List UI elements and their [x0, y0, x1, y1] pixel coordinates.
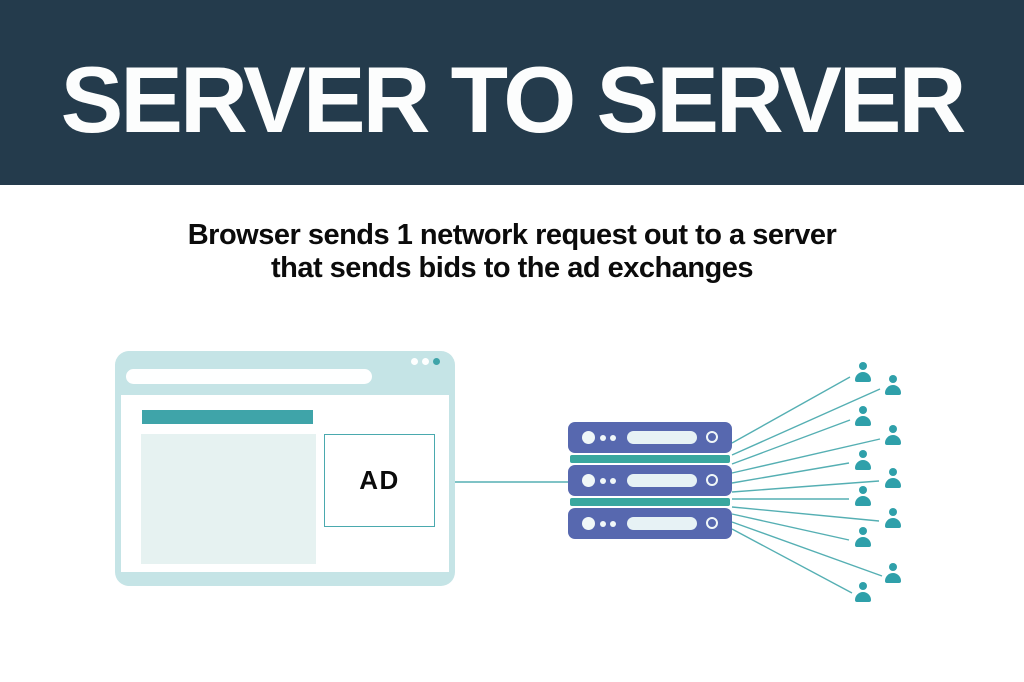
page-title: SERVER TO SERVER — [60, 46, 967, 152]
user-icon — [855, 527, 871, 547]
user-icon — [885, 425, 901, 445]
user-body — [855, 416, 871, 426]
subtitle-line-1: Browser sends 1 network request out to a… — [187, 219, 837, 251]
address-bar — [126, 369, 372, 384]
window-dot-icon — [411, 358, 418, 365]
server-vent-icon — [627, 431, 697, 444]
server-unit-icon — [568, 422, 732, 453]
user-icon — [855, 450, 871, 470]
user-head — [889, 468, 897, 476]
user-head — [859, 450, 867, 458]
user-body — [885, 435, 901, 445]
server-separator — [570, 498, 730, 506]
server-light-icon — [582, 474, 595, 487]
user-icon — [855, 406, 871, 426]
window-dot-icon — [433, 358, 440, 365]
browser-content: AD — [121, 395, 449, 572]
window-dot-icon — [422, 358, 429, 365]
server-led-icon — [600, 478, 606, 484]
user-body — [885, 518, 901, 528]
server-unit-icon — [568, 508, 732, 539]
user-body — [855, 496, 871, 506]
server-vent-icon — [627, 517, 697, 530]
browser-window-icon: AD — [115, 351, 455, 586]
user-head — [859, 406, 867, 414]
fanout-line — [731, 528, 853, 594]
server-port-icon — [706, 474, 718, 486]
user-icon — [855, 582, 871, 602]
user-head — [859, 362, 867, 370]
user-icon — [855, 486, 871, 506]
server-light-icon — [582, 431, 595, 444]
user-head — [889, 563, 897, 571]
user-body — [885, 573, 901, 583]
user-body — [885, 478, 901, 488]
server-led-icon — [610, 435, 616, 441]
user-head — [859, 582, 867, 590]
fanout-line — [731, 376, 851, 444]
user-head — [889, 425, 897, 433]
user-icon — [885, 375, 901, 395]
server-led-icon — [610, 521, 616, 527]
subtitle: Browser sends 1 network request out to a… — [0, 219, 1024, 285]
server-light-icon — [582, 517, 595, 530]
server-port-icon — [706, 431, 718, 443]
fanout-line — [731, 462, 850, 484]
user-head — [889, 508, 897, 516]
user-body — [855, 592, 871, 602]
page-content-block — [141, 434, 316, 564]
server-stack-icon — [568, 422, 732, 540]
fanout-line — [731, 506, 880, 522]
user-icon — [885, 468, 901, 488]
server-port-icon — [706, 517, 718, 529]
ad-slot: AD — [324, 434, 435, 527]
fanout-line — [731, 419, 851, 465]
server-separator — [570, 455, 730, 463]
user-body — [855, 372, 871, 382]
user-body — [855, 537, 871, 547]
user-icon — [885, 508, 901, 528]
user-head — [859, 486, 867, 494]
user-icon — [885, 563, 901, 583]
user-icon — [855, 362, 871, 382]
header-band: SERVER TO SERVER — [0, 0, 1024, 185]
server-led-icon — [600, 521, 606, 527]
server-unit-icon — [568, 465, 732, 496]
server-led-icon — [600, 435, 606, 441]
subtitle-line-2: that sends bids to the ad exchanges — [270, 252, 754, 284]
fanout-line — [731, 513, 850, 541]
server-led-icon — [610, 478, 616, 484]
user-head — [889, 375, 897, 383]
user-head — [859, 527, 867, 535]
user-body — [885, 385, 901, 395]
ad-label: AD — [359, 465, 400, 495]
user-body — [855, 460, 871, 470]
server-vent-icon — [627, 474, 697, 487]
page-header-bar — [142, 410, 313, 424]
